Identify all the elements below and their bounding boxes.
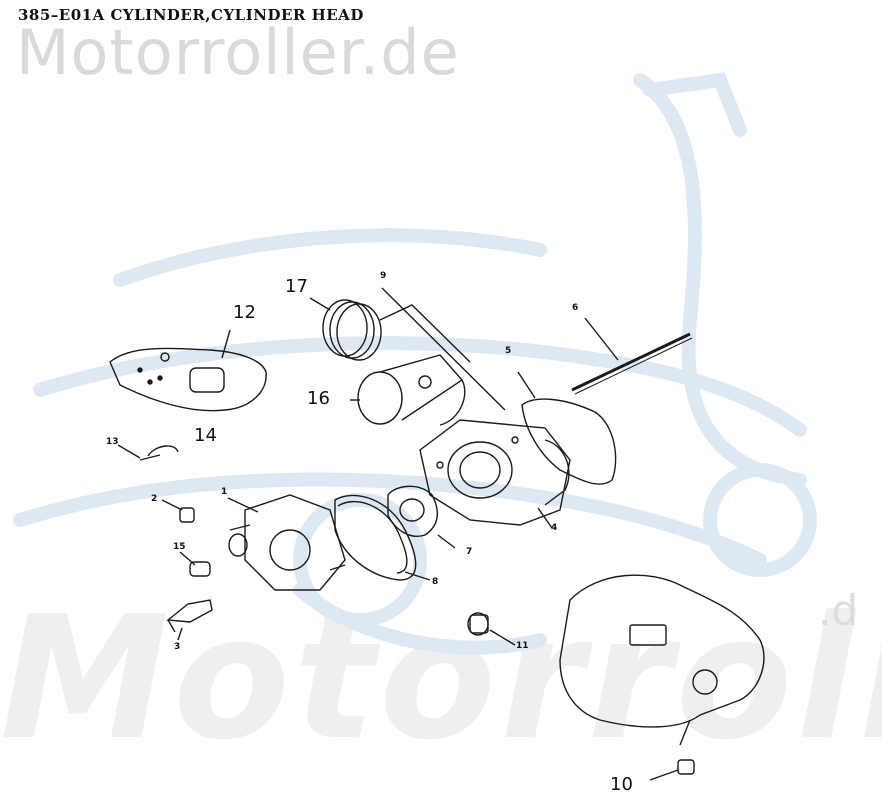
callout-16: 16 [307,388,330,409]
callout-12: 12 [233,302,256,323]
callout-4: 4 [551,523,558,533]
part-11-bolt [467,612,516,646]
part-17-piston-rings [309,297,382,361]
part-4-cylinder [419,419,571,529]
diagram-title: 385–E01A CYLINDER,CYLINDER HEAD [18,6,364,24]
part-16-piston [350,354,466,426]
callout-14: 14 [194,425,217,446]
callout-8: 8 [432,577,439,587]
part-6-stud [571,317,693,395]
part-3-sensor [166,599,213,641]
scooter-logo-watermark [13,72,817,655]
callout-6: 6 [572,303,579,313]
part-15-clamp [179,551,211,577]
part-5-gasket [517,371,617,485]
callout-17: 17 [285,276,308,297]
callout-7: 7 [466,547,473,557]
callout-15: 15 [173,542,186,552]
part-12-plate [109,329,267,412]
part-13-14-clip [117,444,179,461]
part-2-nut [161,499,195,523]
engine-case [559,574,765,746]
callout-1: 1 [221,487,228,497]
callout-13: 13 [106,437,119,447]
part-8-gasket [334,494,431,581]
callout-11: 11 [516,641,529,651]
callout-9: 9 [380,271,387,281]
callout-3: 3 [174,642,181,652]
watermark-bottom: Motorroller [0,580,882,778]
part-1-cylinder-head [227,494,346,591]
watermark-top: Motorroller.de [16,16,460,89]
callout-5: 5 [505,346,512,356]
callout-10: 10 [610,774,633,795]
part-7-gasket [387,485,456,549]
callout-2: 2 [151,494,158,504]
part-10-bolt [649,759,695,781]
watermark-bottom-suffix: .d [818,586,859,635]
